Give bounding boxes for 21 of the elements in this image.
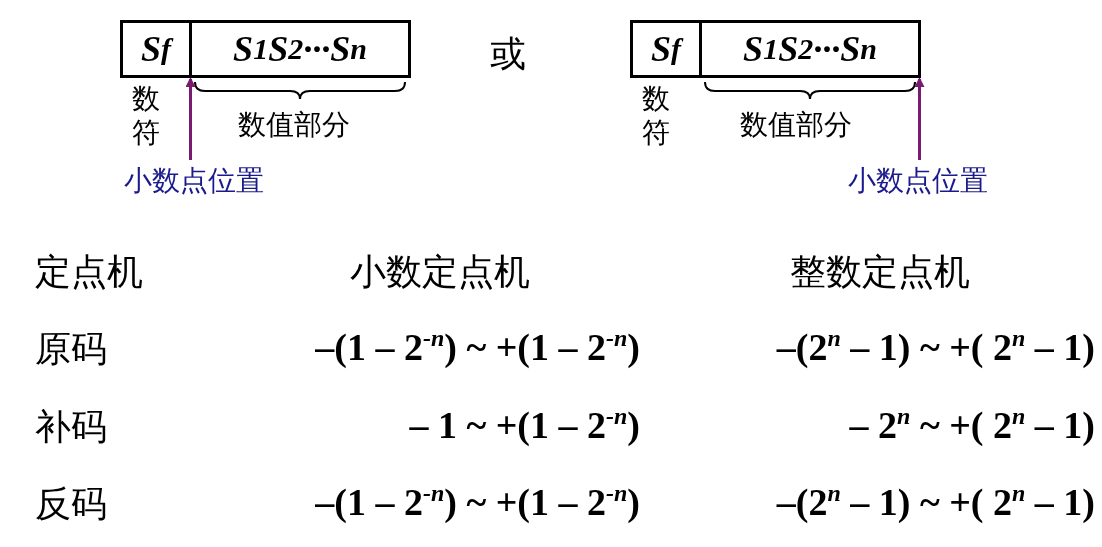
- field-caption: 数值部分: [740, 107, 852, 143]
- row-header: 补码: [35, 405, 107, 449]
- connective-word: 或: [490, 32, 526, 76]
- column-header: 定点机: [35, 250, 143, 294]
- row-header: 反码: [35, 482, 107, 526]
- range-formula: –(2$^{n}$ – 1) ~ +( 2$^{n}$ – 1): [776, 480, 1095, 524]
- decimal-point-label: 小数点位置: [124, 162, 264, 200]
- pointer-arrow: [185, 77, 196, 160]
- sign-caption: 数符: [132, 82, 161, 150]
- range-formula: – 2$^{n}$ ~ +( 2$^{n}$ – 1): [849, 403, 1095, 447]
- range-formula: –(1 – 2$^{-n}$) ~ +(1 – 2$^{-n}$): [315, 325, 640, 369]
- column-header: 小数定点机: [350, 250, 530, 294]
- field-caption: 数值部分: [238, 107, 350, 143]
- sign-caption: 数符: [642, 82, 671, 150]
- row-header: 原码: [35, 327, 107, 371]
- range-formula: – 1 ~ +(1 – 2$^{-n}$): [409, 403, 640, 447]
- decimal-point-label: 小数点位置: [848, 162, 988, 200]
- pointer-arrow: [914, 77, 925, 160]
- range-formula: –(2$^{n}$ – 1) ~ +( 2$^{n}$ – 1): [776, 325, 1095, 369]
- range-formula: –(1 – 2$^{-n}$) ~ +(1 – 2$^{-n}$): [315, 480, 640, 524]
- column-header: 整数定点机: [790, 250, 970, 294]
